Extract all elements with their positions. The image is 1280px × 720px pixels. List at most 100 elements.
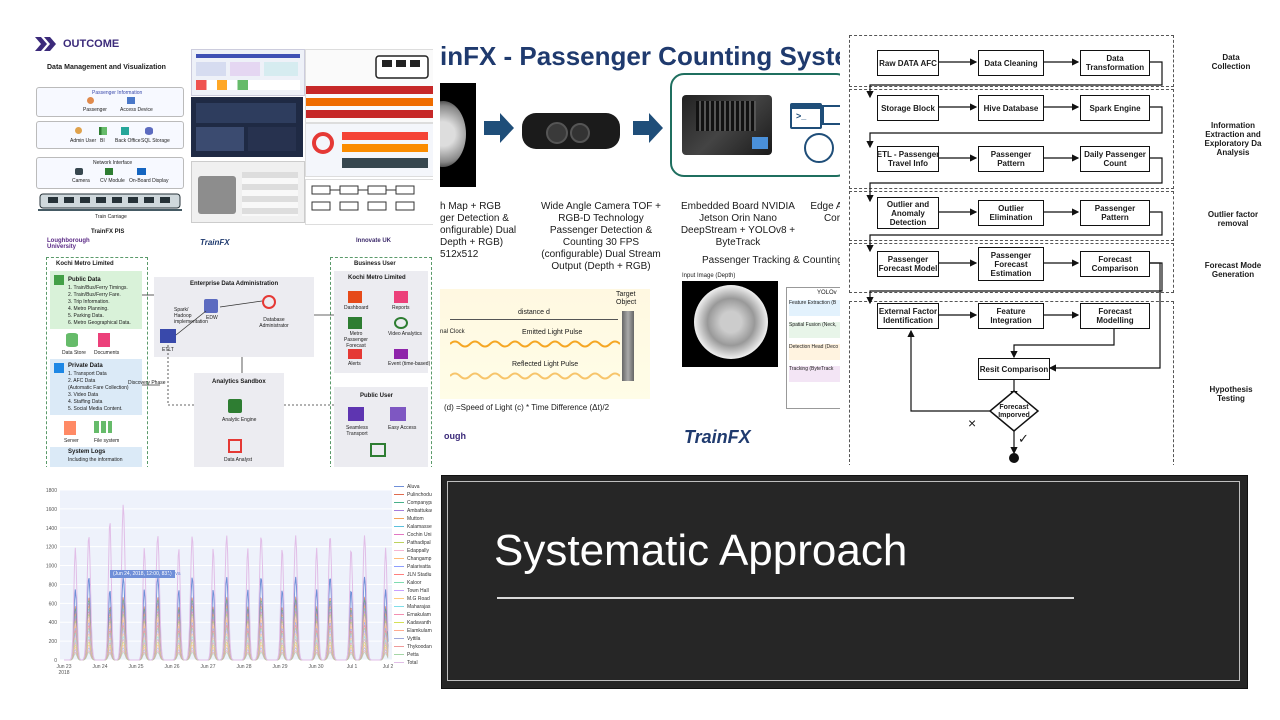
legend-label: Pathadipal	[407, 540, 431, 546]
tooltip-text: (Jun 24, 2018, 12:00, 831)	[113, 571, 172, 577]
legend-item[interactable]: Thykoodan	[394, 644, 432, 650]
legend-item[interactable]: Petta	[394, 652, 419, 658]
x-tick-label: Jun 30	[308, 664, 323, 670]
alerts-icon	[348, 349, 362, 359]
legend-item[interactable]: Aluva	[394, 484, 420, 490]
business-user-frame	[330, 257, 432, 467]
stage-label-information-extraction: Information Extraction and Exploratory D…	[1204, 121, 1262, 157]
etlt-icon	[160, 329, 176, 343]
legend-item[interactable]: Elamkulam	[394, 628, 432, 634]
flow-box-outlier-detection: Outlier and Anomaly Detection	[877, 197, 939, 229]
display-icon	[137, 168, 146, 175]
file-system-label: File system	[94, 438, 120, 444]
legend-item[interactable]: Maharajas	[394, 604, 430, 610]
train-carriage-icon	[38, 193, 182, 211]
flow-box-passenger-pattern-1: Passenger Pattern	[978, 146, 1044, 172]
legend-item[interactable]: Pathadipal	[394, 540, 431, 546]
series-line-total	[64, 504, 389, 661]
flow-box-passenger-pattern-2: Passenger Pattern	[1080, 200, 1150, 226]
stage-label-forecast-generation: Forecast Mode Generation	[1204, 261, 1262, 279]
display-label: On-Board Display	[129, 178, 169, 184]
legend-item[interactable]: JLN Stadiu	[394, 572, 431, 578]
legend-label: Town Hall	[407, 588, 429, 594]
target-object	[622, 311, 634, 381]
legend-item[interactable]: Edappally	[394, 548, 429, 554]
chevron-arrows-icon	[35, 37, 56, 51]
flow-connectors	[866, 58, 1163, 463]
private-data-block: Private Data 1. Transport Data 2. AFC Da…	[50, 359, 142, 415]
file-system-icon	[94, 421, 112, 433]
legend-item[interactable]: Town Hall	[394, 588, 429, 594]
legend-label: Maharajas	[407, 604, 431, 610]
series-line-petta	[64, 651, 389, 661]
system-logs-title: System Logs	[68, 449, 106, 455]
y-tick-label: 200	[49, 639, 58, 645]
flow-box-data-transformation: Data Transformation	[1080, 50, 1150, 76]
sandbox-block: Analytics Sandbox Analytic Engine Data A…	[194, 373, 284, 467]
tooltip-series: Aluva	[168, 571, 181, 577]
train-drawing-icon	[375, 55, 429, 79]
easy-access-icon	[390, 407, 406, 421]
legend-item[interactable]: Ambattukav	[394, 508, 432, 514]
data-analyst-label: Data Analyst	[224, 457, 253, 463]
legend-swatch	[394, 566, 404, 568]
legend-item[interactable]: Cochin Uni	[394, 532, 431, 538]
arrow-right-icon	[484, 113, 514, 143]
cube-sync-icon	[804, 133, 834, 163]
loughborough-logo: Loughborough University	[47, 238, 90, 250]
seamless-transport-icon	[348, 407, 364, 421]
legend-item[interactable]: Kadavanth	[394, 620, 431, 626]
legend-item[interactable]: Pulinchodu	[394, 492, 432, 498]
legend-item[interactable]: Total	[394, 660, 418, 666]
documents-label: Documents	[94, 350, 120, 356]
x-tick-label: Jun 24	[92, 664, 107, 670]
system-logs-block: System Logs Including the information	[50, 447, 142, 467]
y-tick-label: 1400	[46, 526, 57, 532]
legend-item[interactable]: M.G Road	[394, 596, 430, 602]
target-label: Target Object	[616, 291, 637, 306]
dashboard-screenshot-3	[191, 161, 305, 223]
public-data-item: 1. Train/Bus/Ferry Timings.	[68, 285, 128, 291]
legend-item[interactable]: Companypa	[394, 500, 432, 506]
yolo-row-1: Feature Extraction (B	[789, 300, 840, 316]
flow-box-etl: ETL - Passenger Travel Info	[877, 146, 939, 172]
event-icon	[394, 349, 408, 359]
legend-item[interactable]: Palarivatta	[394, 564, 431, 570]
back-office-label: Back Office	[115, 138, 141, 144]
private-data-item: (Automatic Fare Collection)	[68, 385, 129, 391]
y-tick-label: 600	[49, 601, 58, 607]
legend-label: Muttom	[407, 516, 424, 522]
reflected-label: Reflected Light Pulse	[512, 361, 579, 368]
legend-swatch	[394, 598, 404, 600]
input-image-label: Input Image (Depth)	[682, 273, 736, 279]
private-data-item: 4. Staffing Data	[68, 399, 103, 405]
flow-box-spark-engine: Spark Engine	[1080, 95, 1150, 121]
outcome-header: OUTCOME	[63, 38, 120, 50]
legend-label: Kadavanth	[407, 620, 431, 626]
tracking-caption: Passenger Tracking & Counting	[702, 255, 840, 266]
legend-item[interactable]: Kalamasse	[394, 524, 432, 530]
legend-item[interactable]: Muttom	[394, 516, 424, 522]
legend-item[interactable]: Kaloor	[394, 580, 421, 586]
access-device-icon	[127, 97, 135, 104]
cv-module-label: CV Module	[100, 178, 125, 184]
reflected-wave	[450, 372, 620, 380]
flow-box-hive-database: Hive Database	[978, 95, 1044, 121]
decision-diamond	[988, 390, 1040, 432]
stage-label-outlier-removal: Outlier factor removal	[1207, 210, 1259, 228]
seamless-transport-label: Seamless Transport	[346, 425, 368, 437]
legend-item[interactable]: Vyttila	[394, 636, 420, 642]
private-data-list: 1. Transport Data 2. AFC Data (Automatic…	[68, 371, 129, 413]
passenger-label: Passenger	[83, 107, 107, 113]
chart-tooltip: (Jun 24, 2018, 12:00, 831)	[110, 570, 175, 578]
kochi-left-title: Kochi Metro Limited	[56, 261, 114, 267]
business-user-block: Kochi Metro Limited Dashboard Reports Me…	[334, 271, 430, 373]
legend-item[interactable]: Changamp	[394, 556, 431, 562]
camera-label: Camera	[72, 178, 90, 184]
db-admin-icon	[262, 295, 276, 309]
emitted-label: Emitted Light Pulse	[522, 329, 583, 336]
legend-swatch	[394, 638, 404, 640]
brand-left: ough	[444, 431, 466, 441]
legend-item[interactable]: Ernakulam	[394, 612, 431, 618]
dashboard-screenshot-2	[191, 97, 303, 157]
